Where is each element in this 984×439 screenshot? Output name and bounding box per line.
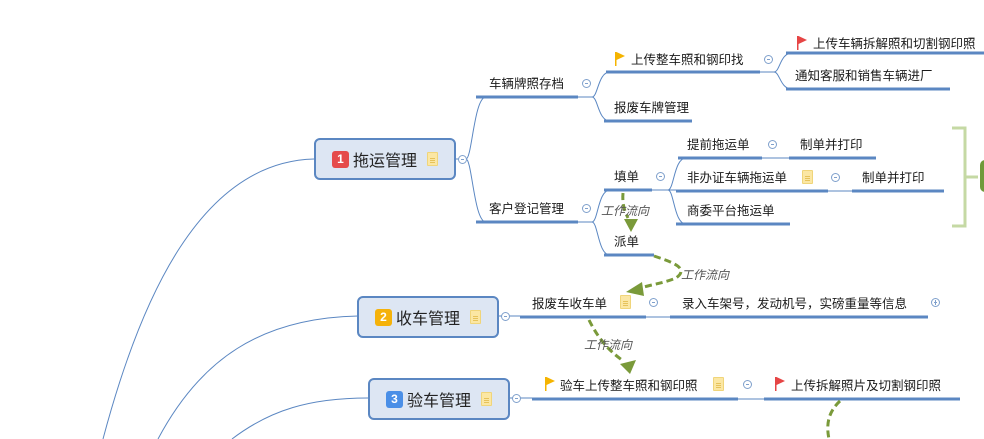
collapse-toggle[interactable] <box>512 394 521 403</box>
flow-label: 工作流向 <box>681 268 730 282</box>
main-topic-title: 拖运管理 <box>352 151 417 170</box>
subtopic-vehicle-plate-archive[interactable]: 车辆牌照存档 <box>489 76 565 91</box>
flow-arrow-2 <box>626 254 683 296</box>
collapse-toggle[interactable] <box>768 140 777 149</box>
subtopic-customer-registration[interactable]: 客户登记管理 <box>489 201 565 216</box>
note-icon[interactable] <box>802 170 813 184</box>
collapse-toggle[interactable] <box>656 172 665 181</box>
collapse-toggle[interactable] <box>458 155 467 164</box>
flag-yellow-icon <box>545 377 555 391</box>
collapse-toggle[interactable] <box>649 298 658 307</box>
collapse-toggle[interactable] <box>582 204 591 213</box>
collapse-toggle[interactable] <box>764 55 773 64</box>
flow-arrow-1 <box>621 192 638 232</box>
subtopic-dispatch[interactable]: 派单 <box>614 234 640 249</box>
note-icon[interactable] <box>713 377 724 391</box>
expand-toggle[interactable] <box>931 298 940 307</box>
main-topic-towing[interactable]: 1 拖运管理 <box>314 138 456 180</box>
main-topic-receiving[interactable]: 2 收车管理 <box>357 296 499 338</box>
subtopic-enter-vin-engine-weight[interactable]: 录入车架号，发动机号，实磅重量等信息 <box>682 296 908 311</box>
subtopic-upload-vehicle-photo[interactable]: 上传整车照和钢印找 <box>631 52 744 67</box>
root-connector-3 <box>231 397 369 439</box>
subtopic-fill-form[interactable]: 填单 <box>614 169 640 184</box>
priority-badge-1: 1 <box>331 150 349 168</box>
subtopic-unlicensed-towing-form[interactable]: 非办证车辆拖运单 <box>687 170 788 185</box>
subtopic-advance-towing-form[interactable]: 提前拖运单 <box>687 137 750 152</box>
priority-badge-3: 3 <box>385 390 403 408</box>
subtopic-scrap-plate-management[interactable]: 报废车牌管理 <box>614 100 690 115</box>
subtopic-print-form-2[interactable]: 制单并打印 <box>862 170 925 185</box>
flow-label: 工作流向 <box>601 204 650 218</box>
flag-red-icon <box>797 36 807 50</box>
flow-arrow-3 <box>587 319 636 374</box>
subtopic-inspection-upload-photo[interactable]: 验车上传整车照和钢印照 <box>560 378 698 393</box>
main-topic-inspection[interactable]: 3 验车管理 <box>368 378 510 420</box>
collapse-toggle[interactable] <box>743 380 752 389</box>
note-icon[interactable] <box>427 152 438 166</box>
note-icon[interactable] <box>470 310 481 324</box>
subtopic-upload-dismantle-photos[interactable]: 上传拆解照片及切割钢印照 <box>791 378 942 393</box>
main-topic-title: 收车管理 <box>395 309 460 328</box>
connector-t1-b1 <box>465 96 578 160</box>
root-connector-1 <box>102 158 315 439</box>
collapse-toggle[interactable] <box>582 79 591 88</box>
root-connector-2 <box>157 315 359 439</box>
flow-arrow-4 <box>826 399 842 439</box>
subtopic-upload-dismantle-photo[interactable]: 上传车辆拆解照和切割钢印照 <box>813 36 976 51</box>
flow-label: 工作流向 <box>584 338 633 352</box>
priority-badge-2: 2 <box>374 308 392 326</box>
collapse-toggle[interactable] <box>831 173 840 182</box>
note-icon[interactable] <box>481 392 492 406</box>
subtopic-commerce-platform-towing-form[interactable]: 商委平台拖运单 <box>687 203 775 218</box>
boundary-bracket <box>952 126 978 228</box>
flag-red-icon <box>775 377 785 391</box>
subtopic-scrap-receiving-form[interactable]: 报废车收车单 <box>532 296 608 311</box>
subtopic-notify-service-sales[interactable]: 通知客服和销售车辆进厂 <box>795 68 933 83</box>
subtopic-print-form-1[interactable]: 制单并打印 <box>800 137 863 152</box>
main-topic-title: 验车管理 <box>406 391 471 410</box>
flag-yellow-icon <box>615 52 625 66</box>
collapse-toggle[interactable] <box>501 312 510 321</box>
note-icon[interactable] <box>620 295 631 309</box>
